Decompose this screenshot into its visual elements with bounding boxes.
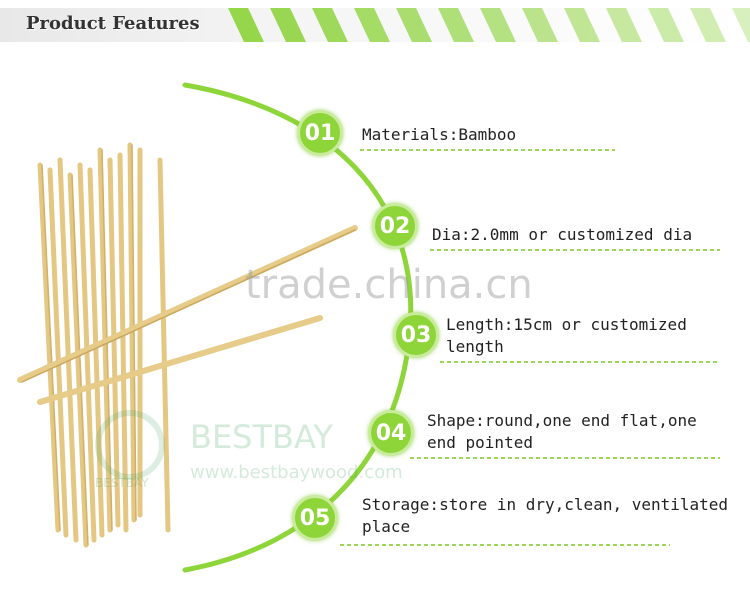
feature-separators [340, 149, 720, 546]
feature-text-storage: Storage:store in dry,clean, ventilated p… [362, 495, 729, 536]
feature-badge-05: 05 [292, 495, 338, 541]
feature-text-shape: Shape:round,one end flat,one end pointed [427, 411, 697, 452]
bamboo-skewers-image [17, 142, 358, 548]
header-stripe [690, 8, 726, 42]
header-stripe [270, 8, 306, 42]
header-stripe [396, 8, 432, 42]
bestbay-url-watermark: www.bestbaywood.com [190, 462, 403, 483]
feature-text-length: Length:15cm or customized length [446, 315, 687, 356]
feature-text-materials: Materials:Bamboo [362, 125, 517, 144]
header-stripe [606, 8, 642, 42]
page-title: Product Features [26, 13, 200, 34]
header-stripe [648, 8, 684, 42]
header-stripes [0, 8, 750, 42]
header: Product Features [0, 0, 750, 56]
header-stripe [564, 8, 600, 42]
trade-china-watermark: trade.china.cn [245, 262, 533, 308]
bestbay-logo [95, 410, 165, 480]
header-stripe [228, 8, 264, 42]
header-stripe [522, 8, 558, 42]
feature-badge-04: 04 [368, 410, 414, 456]
header-stripe [438, 8, 474, 42]
header-stripe [480, 8, 516, 42]
feature-text-dia: Dia:2.0mm or customized dia [432, 225, 693, 244]
header-stripe [312, 8, 348, 42]
feature-badge-02: 02 [372, 203, 418, 249]
feature-badge-03: 03 [393, 312, 439, 358]
header-stripe [354, 8, 390, 42]
bestbay-watermark: BESTBAY [190, 418, 333, 456]
bestbay-logo-text: BESTBAY [95, 476, 149, 490]
feature-badge-01: 01 [297, 110, 343, 156]
header-stripe [732, 8, 750, 42]
